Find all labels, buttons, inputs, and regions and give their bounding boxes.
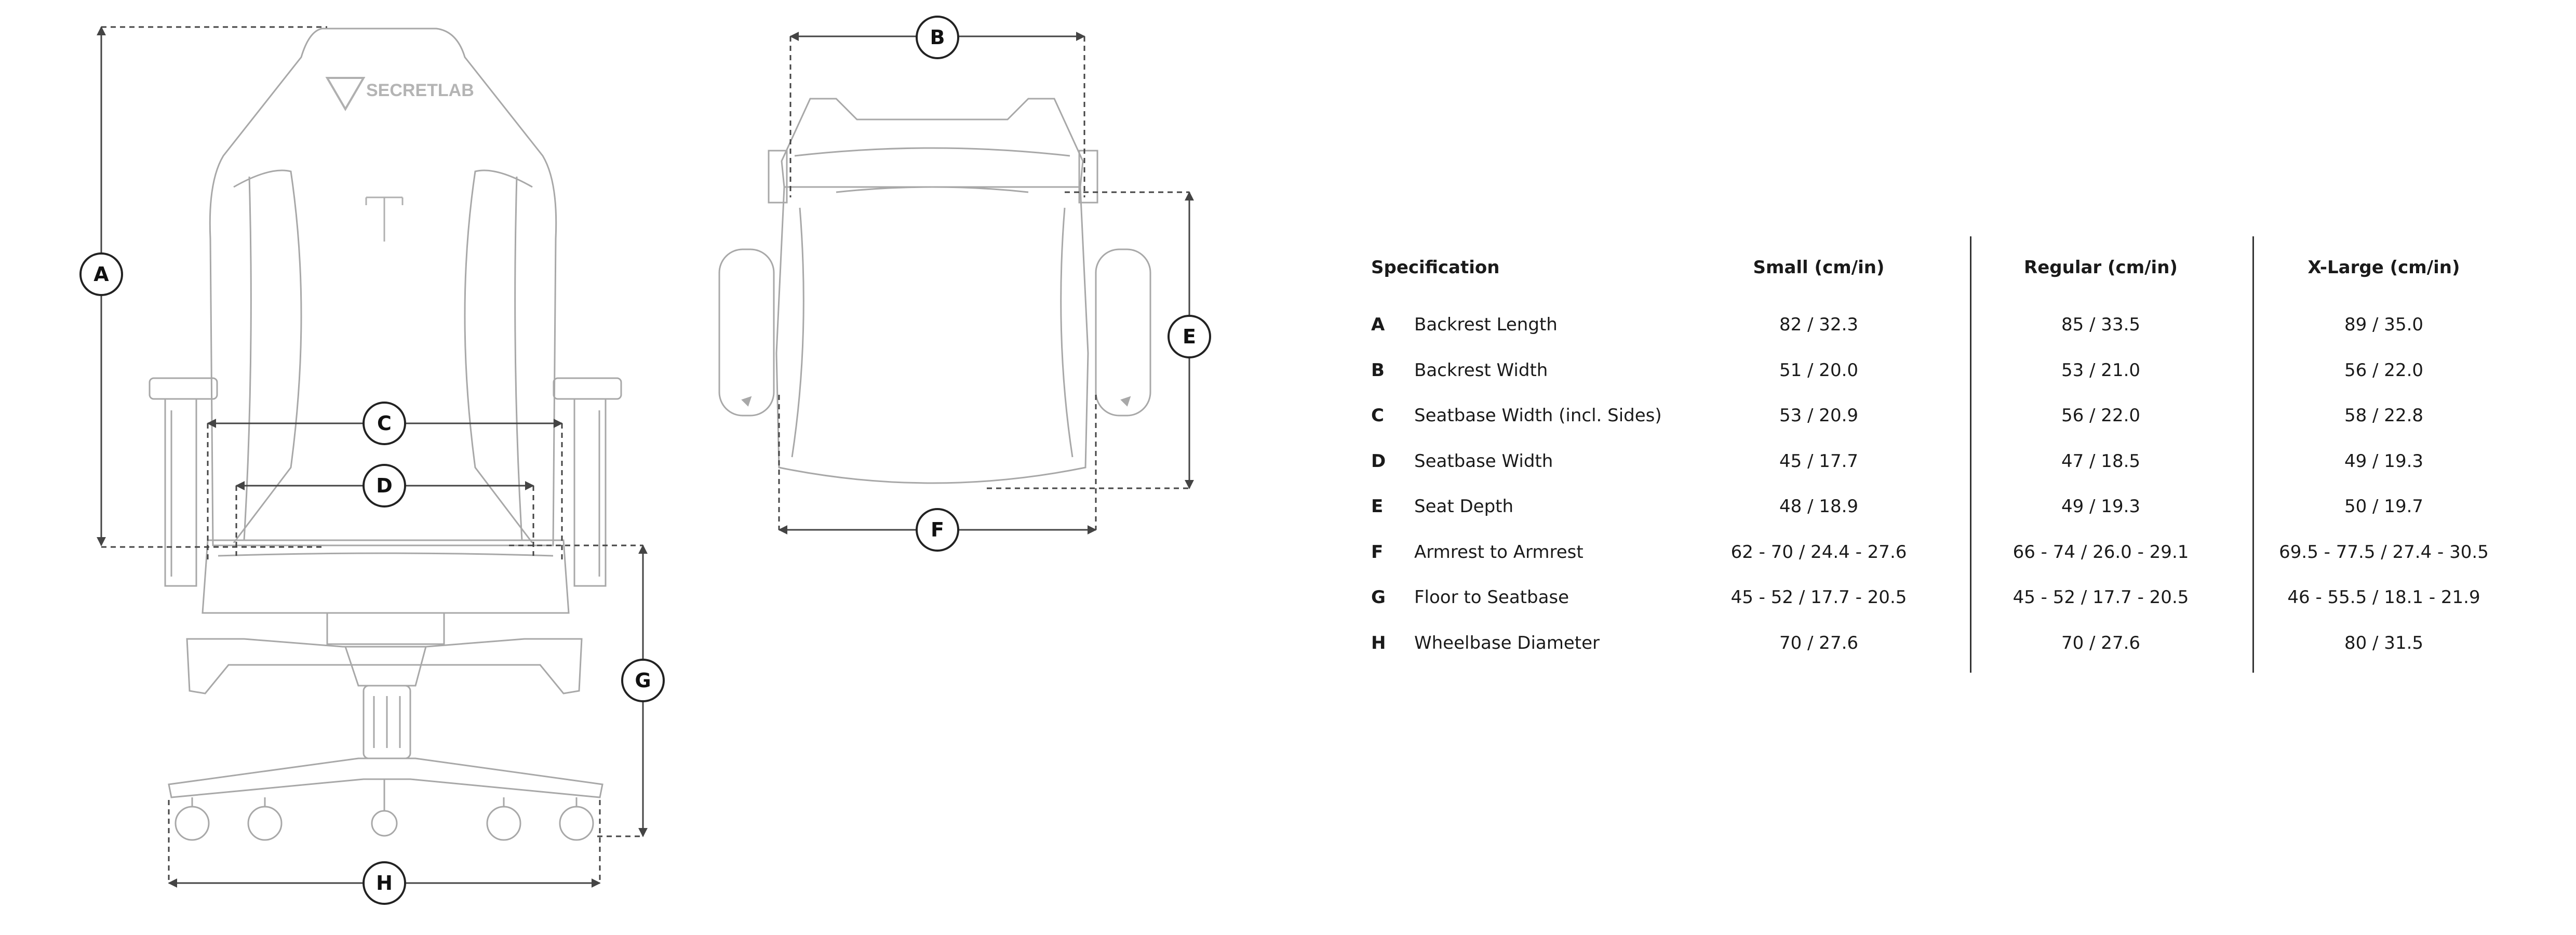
row-xlarge-value: 69.5 - 77.5 / 27.4 - 30.5 xyxy=(2279,541,2489,563)
row-xlarge-value: 58 / 22.8 xyxy=(2344,405,2424,426)
row-spec-name: Seatbase Width xyxy=(1414,450,1553,472)
callout-f: F xyxy=(916,508,959,552)
row-letter: F xyxy=(1371,541,1384,563)
logo-text: SECRETLAB xyxy=(366,81,474,100)
header-specification: Specification xyxy=(1371,257,1500,278)
callout-g: G xyxy=(621,659,665,702)
chair-front-view xyxy=(149,28,622,841)
row-xlarge-value: 89 / 35.0 xyxy=(2344,314,2424,335)
chair-top-view xyxy=(718,98,1151,484)
header-regular: Regular (cm/in) xyxy=(2024,257,2178,278)
row-small-value: 45 - 52 / 17.7 - 20.5 xyxy=(1730,587,1907,608)
row-xlarge-value: 46 - 55.5 / 18.1 - 21.9 xyxy=(2287,587,2480,608)
row-regular-value: 45 - 52 / 17.7 - 20.5 xyxy=(2013,587,2189,608)
callout-c: C xyxy=(363,402,406,445)
column-divider xyxy=(2252,236,2254,673)
row-small-value: 48 / 18.9 xyxy=(1779,496,1859,517)
svg-text:E: E xyxy=(1183,325,1196,348)
row-regular-value: 47 / 18.5 xyxy=(2061,450,2141,472)
svg-text:H: H xyxy=(376,872,393,894)
row-spec-name: Wheelbase Diameter xyxy=(1414,632,1600,653)
row-letter: C xyxy=(1371,405,1384,426)
svg-text:C: C xyxy=(377,412,392,435)
spec-table: Specification Small (cm/in) Regular (cm/… xyxy=(1371,236,2566,683)
row-xlarge-value: 56 / 22.0 xyxy=(2344,359,2424,381)
svg-text:B: B xyxy=(930,26,945,49)
dimension-lines xyxy=(97,26,1194,888)
row-small-value: 62 - 70 / 24.4 - 27.6 xyxy=(1730,541,1907,563)
row-letter: G xyxy=(1371,587,1386,608)
chair-dimension-diagram: SECRETLAB xyxy=(79,16,1211,905)
row-small-value: 45 / 17.7 xyxy=(1779,450,1859,472)
row-letter: B xyxy=(1371,359,1385,381)
column-divider xyxy=(1970,236,1971,673)
row-small-value: 70 / 27.6 xyxy=(1779,632,1859,653)
row-regular-value: 85 / 33.5 xyxy=(2061,314,2141,335)
row-regular-value: 70 / 27.6 xyxy=(2061,632,2141,653)
row-xlarge-value: 50 / 19.7 xyxy=(2344,496,2424,517)
row-letter: H xyxy=(1371,632,1386,653)
callout-h: H xyxy=(363,861,406,905)
row-letter: D xyxy=(1371,450,1386,472)
row-regular-value: 66 - 74 / 26.0 - 29.1 xyxy=(2013,541,2189,563)
row-spec-name: Backrest Width xyxy=(1414,359,1548,381)
svg-text:F: F xyxy=(931,518,944,541)
svg-text:G: G xyxy=(635,669,651,692)
row-xlarge-value: 49 / 19.3 xyxy=(2344,450,2424,472)
svg-text:D: D xyxy=(376,474,393,497)
secretlab-logo: SECRETLAB xyxy=(325,77,474,111)
row-spec-name: Armrest to Armrest xyxy=(1414,541,1584,563)
row-xlarge-value: 80 / 31.5 xyxy=(2344,632,2424,653)
callout-b: B xyxy=(916,16,959,59)
row-spec-name: Floor to Seatbase xyxy=(1414,587,1569,608)
row-small-value: 82 / 32.3 xyxy=(1779,314,1859,335)
svg-text:A: A xyxy=(93,263,109,286)
row-small-value: 53 / 20.9 xyxy=(1779,405,1859,426)
callout-d: D xyxy=(363,464,406,507)
header-small: Small (cm/in) xyxy=(1753,257,1885,278)
header-xlarge: X-Large (cm/in) xyxy=(2307,257,2460,278)
row-letter: E xyxy=(1371,496,1384,517)
row-letter: A xyxy=(1371,314,1385,335)
row-regular-value: 49 / 19.3 xyxy=(2061,496,2141,517)
callout-e: E xyxy=(1168,315,1211,358)
row-regular-value: 56 / 22.0 xyxy=(2061,405,2141,426)
row-spec-name: Seatbase Width (incl. Sides) xyxy=(1414,405,1662,426)
callout-a: A xyxy=(79,252,123,296)
row-spec-name: Backrest Length xyxy=(1414,314,1558,335)
row-spec-name: Seat Depth xyxy=(1414,496,1514,517)
row-small-value: 51 / 20.0 xyxy=(1779,359,1859,381)
row-regular-value: 53 / 21.0 xyxy=(2061,359,2141,381)
